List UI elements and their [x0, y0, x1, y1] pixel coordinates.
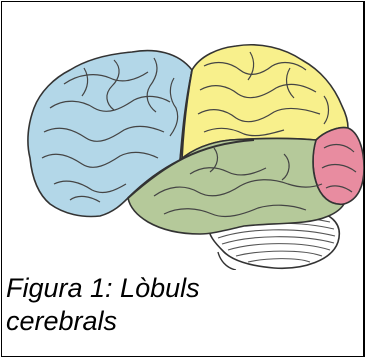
figure-caption: Figura 1: Lòbuls cerebrals: [6, 272, 346, 338]
caption-line-2: cerebrals: [6, 305, 346, 338]
caption-line-1: Figura 1: Lòbuls: [6, 272, 346, 305]
brain-lobes-diagram: [4, 8, 364, 270]
